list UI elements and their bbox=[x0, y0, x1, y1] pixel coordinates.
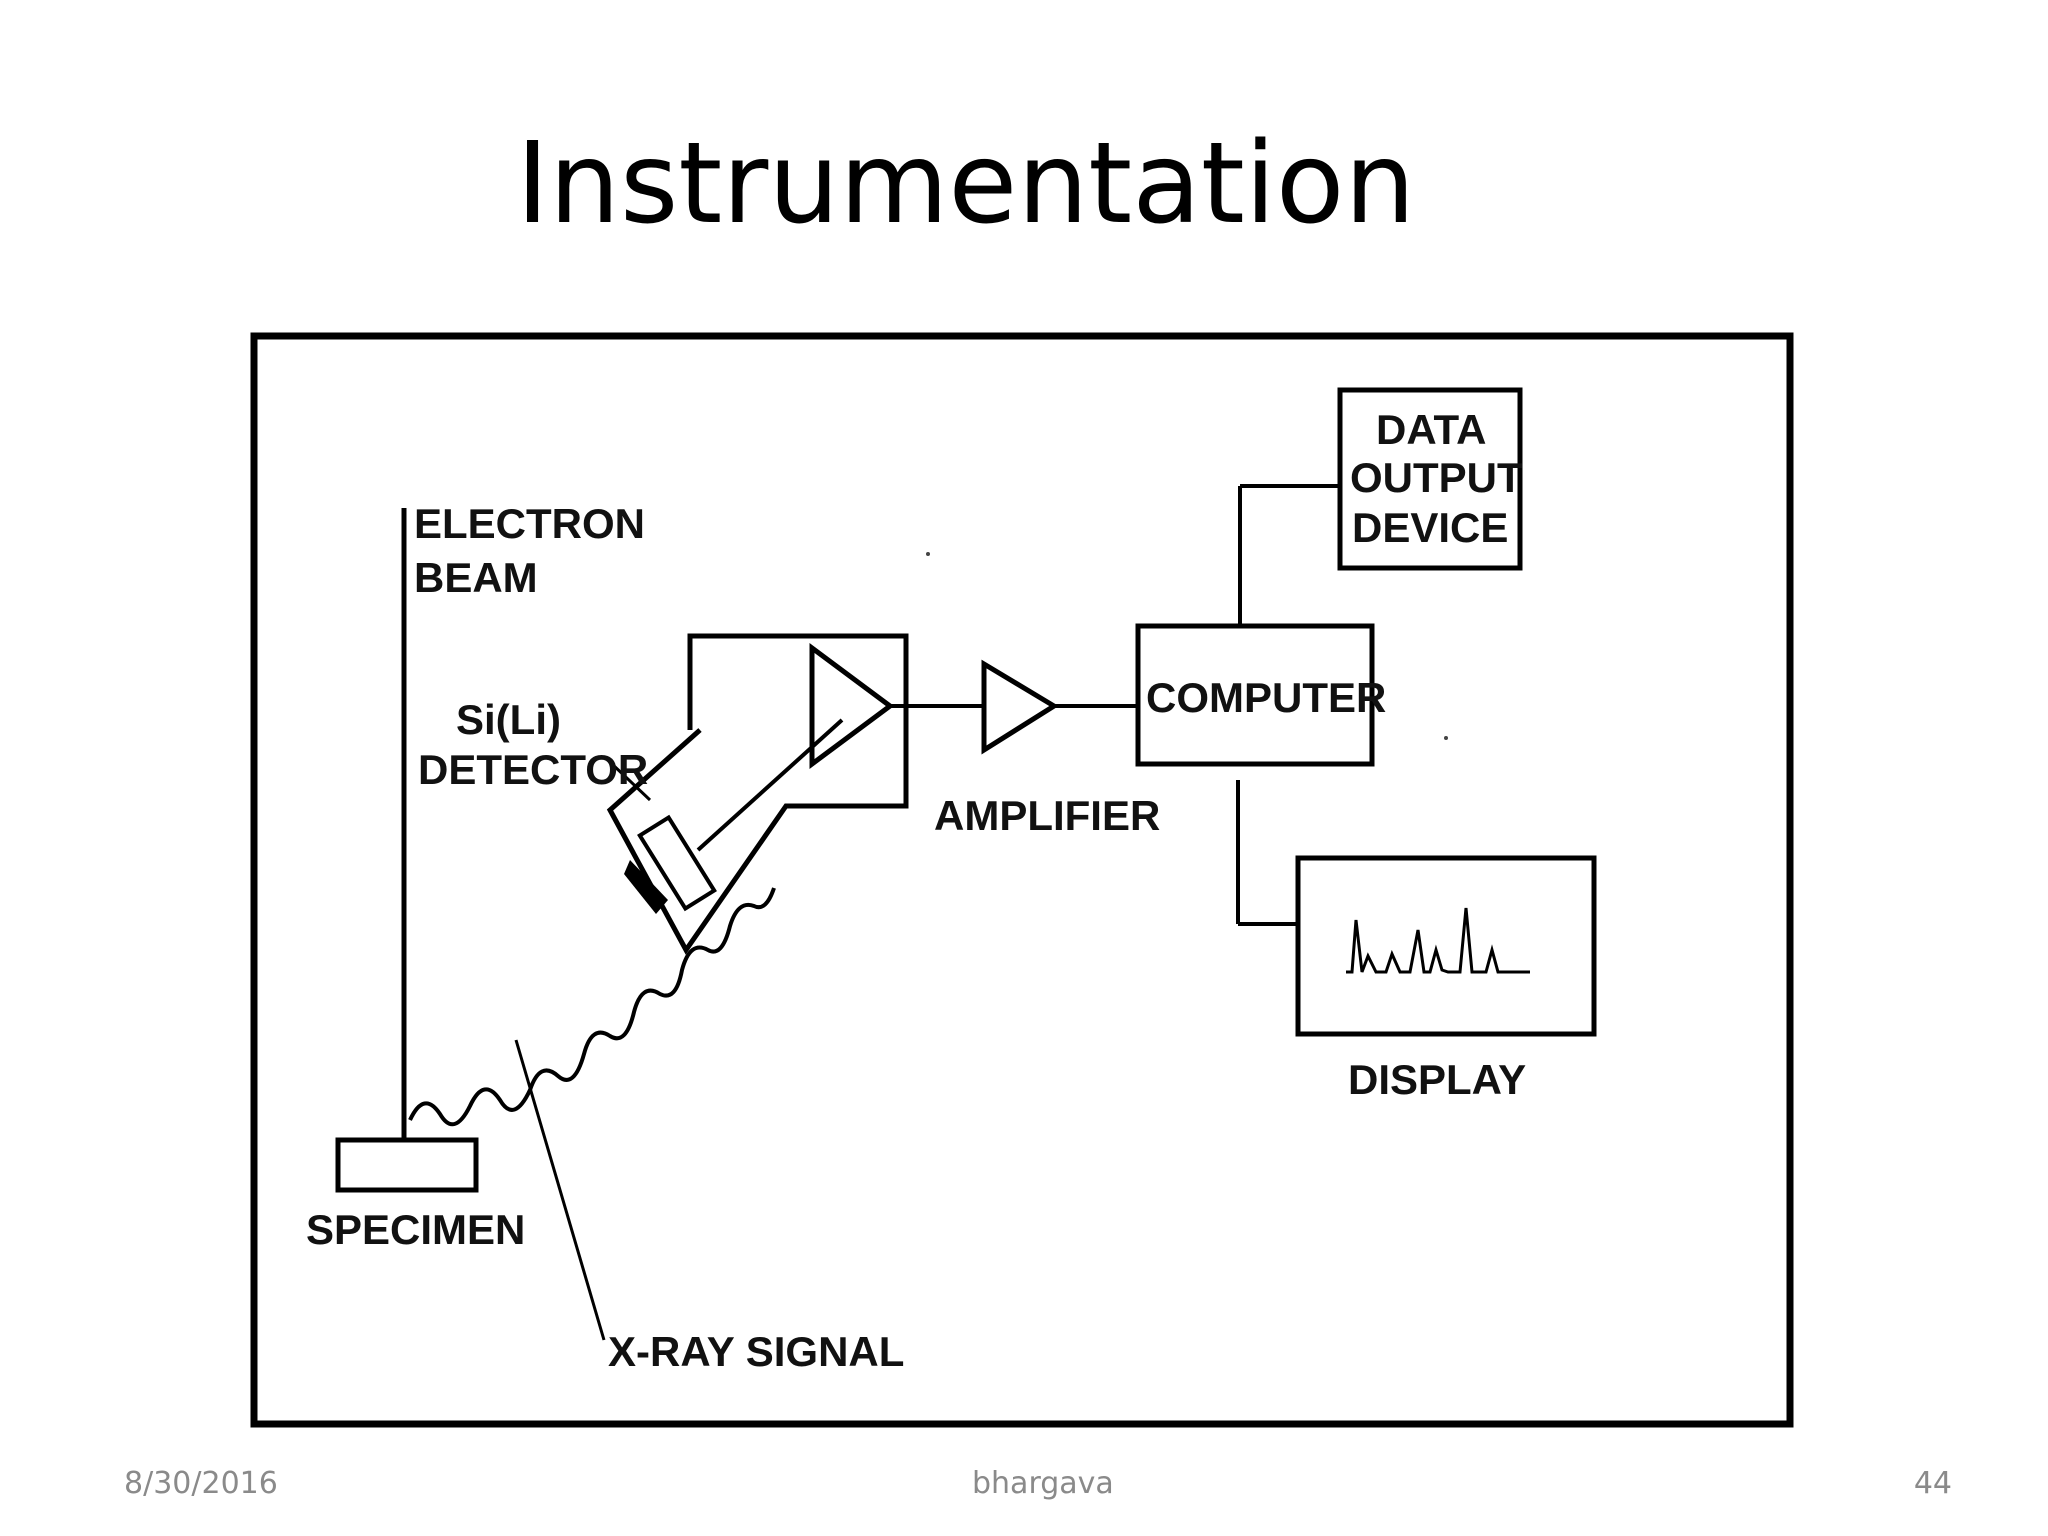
xray-pointer-line bbox=[514, 1039, 606, 1341]
detector-crystal bbox=[637, 814, 717, 912]
electron-beam-label-line2: BEAM bbox=[414, 554, 538, 601]
footer-date: 8/30/2016 bbox=[124, 1466, 278, 1501]
computer-box bbox=[1135, 623, 1375, 767]
specimen-block bbox=[335, 1137, 479, 1193]
slide-title: Instrumentation bbox=[516, 119, 1416, 249]
detector-label-line1: Si(Li) bbox=[456, 696, 561, 743]
speck-2 bbox=[1444, 736, 1448, 740]
amplifier-triangle bbox=[981, 659, 1059, 755]
xray-wave bbox=[408, 887, 776, 1127]
data-output-label-line1: DATA bbox=[1376, 406, 1486, 453]
xray-signal-label: X-RAY SIGNAL bbox=[608, 1328, 904, 1375]
electron-beam-label-line1: ELECTRON bbox=[414, 500, 645, 547]
amplifier-label: AMPLIFIER bbox=[934, 792, 1160, 839]
detector-pointer-line bbox=[610, 762, 652, 802]
data-output-label-line2: OUTPUT bbox=[1350, 454, 1523, 501]
preamp-triangle bbox=[809, 643, 895, 769]
data-output-label-line3: DEVICE bbox=[1352, 504, 1508, 551]
speck-1 bbox=[926, 552, 930, 556]
detector-window bbox=[624, 860, 668, 914]
display-spectrum-trace bbox=[1346, 907, 1530, 974]
detector-label-line2: DETECTOR bbox=[418, 746, 648, 793]
data-output-device-box bbox=[1337, 387, 1523, 571]
display-label: DISPLAY bbox=[1348, 1056, 1526, 1103]
display-box bbox=[1295, 855, 1597, 1037]
diagram-frame bbox=[250, 332, 1794, 1428]
footer-author: bhargava bbox=[972, 1466, 1114, 1501]
specimen-label: SPECIMEN bbox=[306, 1206, 525, 1253]
detector-signal-line bbox=[696, 718, 844, 852]
detector-housing bbox=[606, 633, 909, 955]
computer-label: COMPUTER bbox=[1146, 674, 1386, 721]
footer-page-number: 44 bbox=[1913, 1466, 1952, 1501]
